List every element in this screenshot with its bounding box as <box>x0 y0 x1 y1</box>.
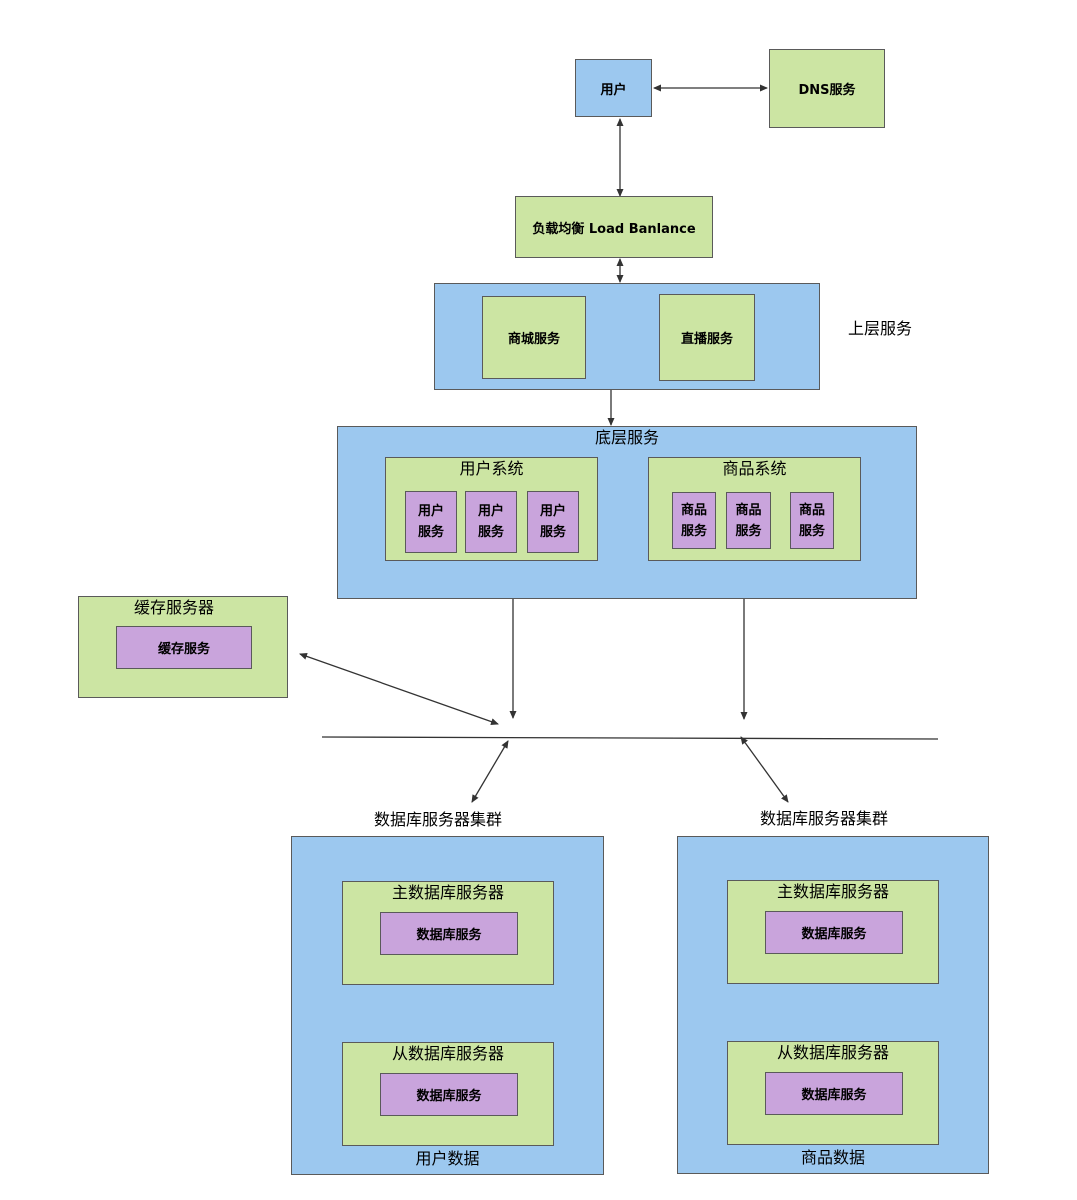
db-service-label: 数据库服务 <box>801 1088 867 1103</box>
user-service-label: 用户 服务 <box>477 504 504 540</box>
db-cluster-footer: 用户数据 <box>415 1149 480 1168</box>
product-service-label: 商品 服务 <box>798 502 825 539</box>
user-service-node: 用户 服务 <box>527 491 579 553</box>
slave-db-server: 从数据库服务器 数据库服务 <box>342 1042 554 1146</box>
cache-service-label: 缓存服务 <box>157 642 210 657</box>
user-system-node: 用户系统 用户 服务 用户 服务 用户 服务 <box>385 457 598 561</box>
user-system-title: 用户系统 <box>459 459 524 478</box>
product-service-node: 商品 服务 <box>790 492 834 549</box>
product-service-label: 商品 服务 <box>735 502 762 539</box>
arrow-bus-productdb <box>740 736 789 803</box>
db-cluster-label: 数据库服务器集群 <box>760 809 889 828</box>
live-service-node: 直播服务 <box>659 294 755 381</box>
slave-db-server: 从数据库服务器 数据库服务 <box>727 1041 939 1145</box>
dns-node: DNS服务 <box>769 49 885 128</box>
user-node: 用户 <box>575 59 652 117</box>
load-balance-label: 负载均衡 Load Banlance <box>532 221 696 237</box>
master-db-title: 主数据库服务器 <box>391 883 504 902</box>
user-service-node: 用户 服务 <box>465 491 517 553</box>
db-service-node: 数据库服务 <box>380 912 518 955</box>
cache-server-title: 缓存服务器 <box>133 598 214 617</box>
product-service-label: 商品 服务 <box>680 502 707 539</box>
master-db-server: 主数据库服务器 数据库服务 <box>342 881 554 985</box>
cache-service-node: 缓存服务 <box>116 626 252 669</box>
cache-server-node: 缓存服务器 缓存服务 <box>78 596 288 698</box>
mall-service-node: 商城服务 <box>482 296 586 379</box>
lower-services-title: 底层服务 <box>594 428 659 447</box>
arrow-cache-bus <box>299 653 499 725</box>
slave-db-title: 从数据库服务器 <box>391 1044 504 1063</box>
product-system-node: 商品系统 商品 服务 商品 服务 商品 服务 <box>648 457 861 561</box>
db-service-label: 数据库服务 <box>416 928 482 943</box>
upper-services-container: 商城服务 直播服务 <box>434 283 820 390</box>
product-service-node: 商品 服务 <box>672 492 716 549</box>
user-label: 用户 <box>600 82 627 98</box>
arrow-bus-userdb <box>471 740 509 803</box>
master-db-server: 主数据库服务器 数据库服务 <box>727 880 939 984</box>
db-cluster-product: 主数据库服务器 数据库服务 从数据库服务器 数据库服务 商品数据 <box>677 836 989 1174</box>
db-service-node: 数据库服务 <box>765 911 903 954</box>
db-cluster-user: 主数据库服务器 数据库服务 从数据库服务器 数据库服务 用户数据 <box>291 836 604 1175</box>
slave-db-title: 从数据库服务器 <box>776 1043 889 1062</box>
db-service-label: 数据库服务 <box>801 927 867 942</box>
user-service-node: 用户 服务 <box>405 491 457 553</box>
load-balance-node: 负载均衡 Load Banlance <box>515 196 713 258</box>
db-service-node: 数据库服务 <box>380 1073 518 1116</box>
db-service-node: 数据库服务 <box>765 1072 903 1115</box>
product-service-node: 商品 服务 <box>726 492 771 549</box>
user-service-label: 用户 服务 <box>417 504 444 540</box>
db-cluster-label: 数据库服务器集群 <box>374 810 503 829</box>
db-service-label: 数据库服务 <box>416 1089 482 1104</box>
live-service-label: 直播服务 <box>680 332 733 347</box>
lower-services-container: 底层服务 用户系统 用户 服务 用户 服务 用户 服务 商品系统 商品 服务 商… <box>337 426 917 599</box>
bus-line <box>321 736 939 740</box>
mall-service-label: 商城服务 <box>507 332 560 347</box>
dns-label: DNS服务 <box>798 83 856 98</box>
master-db-title: 主数据库服务器 <box>776 882 889 901</box>
product-system-title: 商品系统 <box>722 459 787 478</box>
user-service-label: 用户 服务 <box>539 504 566 540</box>
db-cluster-footer: 商品数据 <box>800 1148 865 1167</box>
upper-services-label: 上层服务 <box>848 319 913 338</box>
